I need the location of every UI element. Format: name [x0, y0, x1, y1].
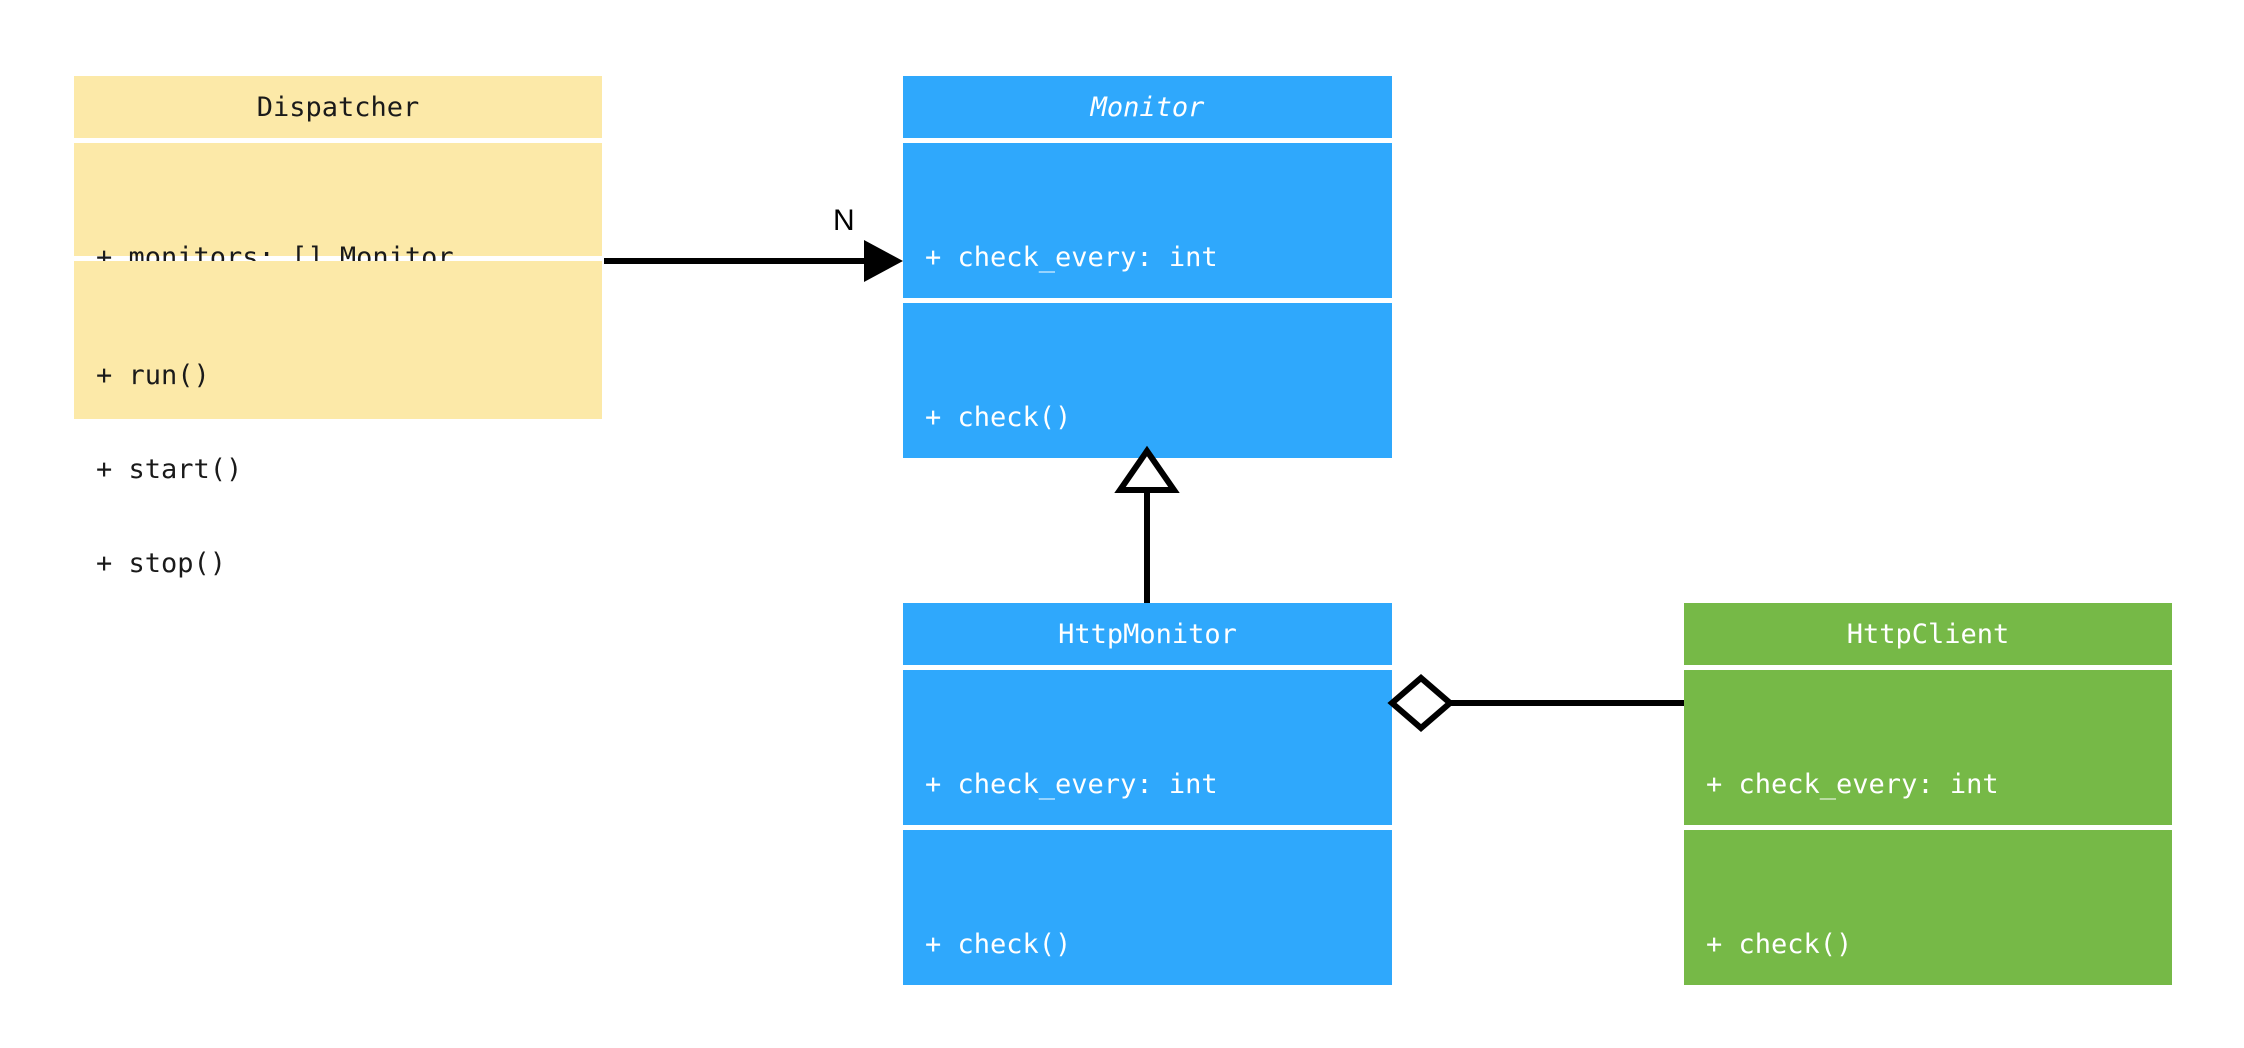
- class-box-httpclient[interactable]: HttpClient + check_every: int + check(): [1684, 603, 2172, 985]
- class-box-dispatcher[interactable]: Dispatcher + monitors: [] Monitor + run(…: [74, 76, 602, 579]
- method-row: + check(): [925, 928, 1072, 960]
- class-attributes-monitor: + check_every: int: [903, 143, 1392, 298]
- method-row: + run(): [96, 359, 210, 391]
- class-attributes-dispatcher: + monitors: [] Monitor: [74, 143, 602, 273]
- class-title-httpmonitor: HttpMonitor: [903, 603, 1392, 665]
- class-box-monitor[interactable]: Monitor + check_every: int + check(): [903, 76, 1392, 458]
- method-row: + start(): [96, 453, 243, 485]
- attribute-row: + check_every: int: [925, 768, 1218, 800]
- attribute-row: + check_every: int: [925, 241, 1218, 273]
- association-multiplicity-label: N: [833, 204, 855, 237]
- attribute-row: + check_every: int: [1706, 768, 1999, 800]
- method-row: + check(): [1706, 928, 1853, 960]
- hollow-diamond-arrowhead-icon: [1387, 674, 1455, 732]
- class-methods-httpclient: + check(): [1684, 830, 2172, 985]
- association-dispatcher-monitor: [604, 240, 903, 282]
- aggregation-httpmonitor-httpclient: [1387, 674, 1684, 732]
- class-attributes-httpmonitor: + check_every: int: [903, 670, 1392, 825]
- filled-arrowhead-icon: [864, 240, 903, 282]
- class-box-httpmonitor[interactable]: HttpMonitor + check_every: int + check(): [903, 603, 1392, 985]
- class-methods-httpmonitor: + check(): [903, 830, 1392, 985]
- method-row: + check(): [925, 401, 1072, 433]
- class-title-monitor: Monitor: [903, 76, 1392, 138]
- class-attributes-httpclient: + check_every: int: [1684, 670, 2172, 825]
- class-title-dispatcher: Dispatcher: [74, 76, 602, 138]
- class-title-httpclient: HttpClient: [1684, 603, 2172, 665]
- class-methods-monitor: + check(): [903, 303, 1392, 458]
- class-methods-dispatcher: + run() + start() + stop(): [74, 261, 602, 579]
- method-row: + stop(): [96, 547, 227, 579]
